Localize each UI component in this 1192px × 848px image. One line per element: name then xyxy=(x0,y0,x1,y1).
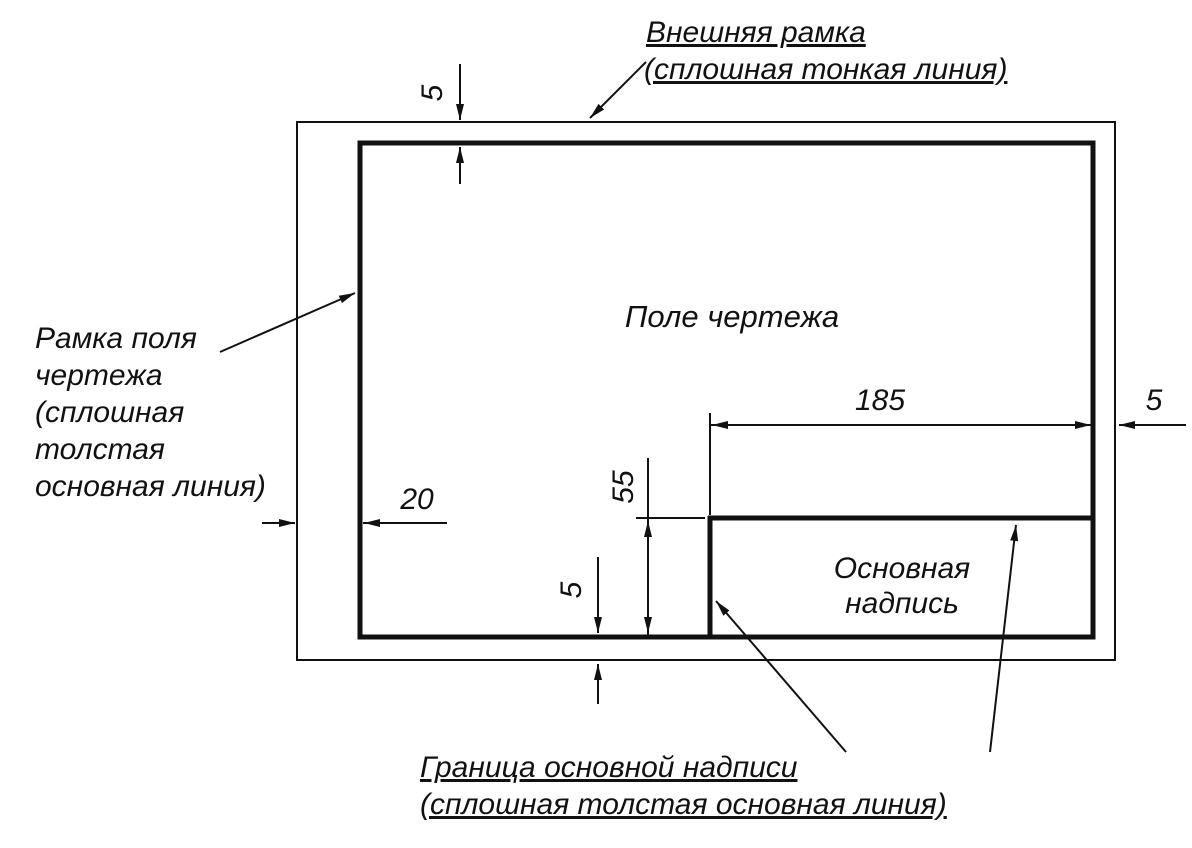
outer-frame-callout-line2: (сплошная тонкая линия) xyxy=(644,53,1007,86)
outer-frame-leader-arrow xyxy=(589,61,647,119)
dimension-top-margin: 5 xyxy=(416,64,464,184)
title-block-border-callout-line1: Граница основной надписи xyxy=(420,751,798,784)
dimension-bottom-margin: 5 xyxy=(555,557,602,704)
dimension-right-margin: 5 xyxy=(1119,384,1186,429)
outer-frame-callout: Внешняя рамка (сплошная тонкая линия) xyxy=(589,16,1007,119)
field-frame-callout-line2: чертежа xyxy=(35,359,163,392)
title-block-label-line1: Основная xyxy=(834,552,970,585)
outer-frame-callout-line1: Внешняя рамка xyxy=(646,16,866,49)
dimension-bottom-margin-value: 5 xyxy=(555,581,588,598)
field-frame-callout: Рамка поля чертежа (сплошная толстая осн… xyxy=(35,292,356,503)
title-block-label-line2: надпись xyxy=(845,587,959,620)
outer-frame-thin-line xyxy=(296,121,1116,661)
dimension-right-margin-value: 5 xyxy=(1146,384,1163,417)
title-block-border-callout-line2: (сплошная толстая основная линия) xyxy=(420,788,947,821)
dimension-title-block-height: 55 xyxy=(607,458,705,635)
field-frame-leader-arrow xyxy=(219,292,356,353)
field-frame-callout-line5: основная линия) xyxy=(35,470,266,503)
drawing-field-frame-thick-line xyxy=(357,140,1096,640)
field-frame-callout-line1: Рамка поля xyxy=(35,322,197,355)
dimension-left-margin: 20 xyxy=(262,483,447,527)
dimension-title-block-width: 185 xyxy=(709,384,1093,515)
field-frame-callout-line3: (сплошная xyxy=(35,396,184,429)
dimension-top-margin-value: 5 xyxy=(416,84,449,101)
title-block-top-border-leader-arrow xyxy=(989,524,1019,753)
dimension-title-block-height-value: 55 xyxy=(607,470,640,504)
title-block-border-callout: Граница основной надписи (сплошная толст… xyxy=(420,524,1019,821)
dimension-title-block-width-value: 185 xyxy=(855,384,905,417)
title-block-left-border-leader-arrow xyxy=(715,600,847,753)
field-frame-callout-line4: толстая xyxy=(35,433,165,466)
dimension-left-margin-value: 20 xyxy=(399,483,434,516)
drawing-field-label: Поле чертежа xyxy=(625,299,839,334)
